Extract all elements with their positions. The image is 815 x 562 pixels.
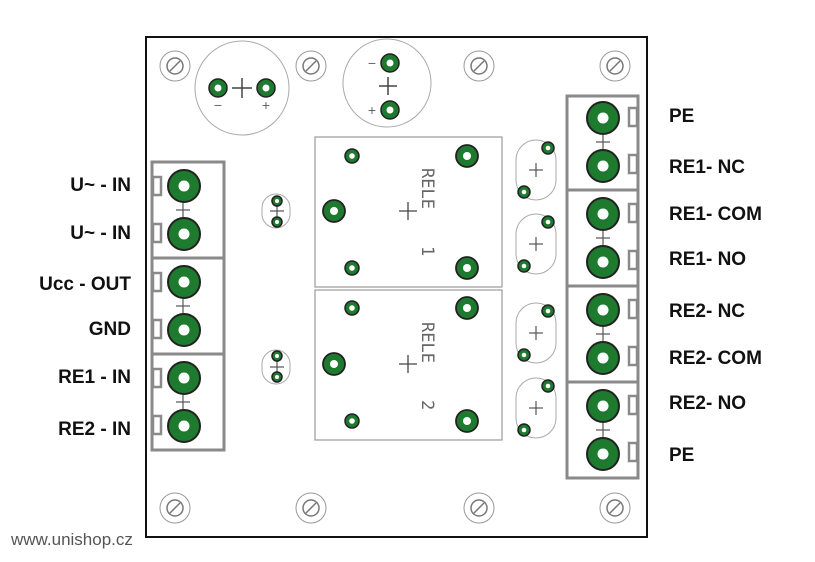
- label-re2-nc: RE2- NC: [669, 301, 746, 322]
- relay-2-name: RELE: [417, 322, 437, 363]
- relay-1-number: 1: [417, 246, 437, 256]
- label-re1-in: RE1 - IN: [58, 367, 131, 388]
- label-u-in-1: U~ - IN: [70, 175, 131, 196]
- label-re1-nc: RE1- NC: [669, 157, 746, 178]
- label-ucc-out: Ucc - OUT: [39, 274, 131, 295]
- capacitor-plus-mark: +: [262, 97, 270, 113]
- relay-2-number: 2: [417, 400, 437, 410]
- mounting-hole: [159, 492, 191, 524]
- label-re1-no: RE1- NO: [669, 249, 747, 270]
- label-gnd: GND: [88, 319, 131, 340]
- mounting-hole: [599, 492, 631, 524]
- label-pe-bottom: PE: [669, 445, 695, 466]
- capacitor-c2: − +: [342, 38, 432, 128]
- right-terminal-blocks: [565, 94, 640, 480]
- label-re2-no: RE2- NO: [669, 393, 747, 414]
- mounting-hole: [463, 50, 495, 82]
- capacitor-minus-mark: −: [368, 55, 376, 71]
- capacitor-minus-mark: −: [214, 97, 222, 113]
- mounting-hole: [599, 50, 631, 82]
- left-terminal-blocks: [150, 160, 226, 452]
- relay-1-name: RELE: [417, 168, 437, 209]
- label-re1-com: RE1- COM: [669, 204, 762, 225]
- label-re2-in: RE2 - IN: [58, 419, 131, 440]
- label-pe-top: PE: [669, 106, 695, 127]
- website-link[interactable]: www.unishop.cz: [11, 530, 133, 549]
- label-re2-com: RE2- COM: [669, 348, 762, 369]
- capacitor-c1: − +: [194, 40, 290, 136]
- small-component-d1: [261, 193, 291, 229]
- mounting-hole: [159, 50, 191, 82]
- small-component-d2: [261, 349, 291, 385]
- small-components-right: [515, 139, 557, 439]
- relay-2: RELE 2: [314, 289, 503, 441]
- mounting-holes: [159, 50, 631, 524]
- label-u-in-2: U~ - IN: [70, 223, 131, 244]
- relay-1: RELE 1: [314, 136, 503, 288]
- mounting-hole: [295, 50, 327, 82]
- mounting-hole: [463, 492, 495, 524]
- capacitor-plus-mark: +: [368, 102, 376, 118]
- mounting-hole: [295, 492, 327, 524]
